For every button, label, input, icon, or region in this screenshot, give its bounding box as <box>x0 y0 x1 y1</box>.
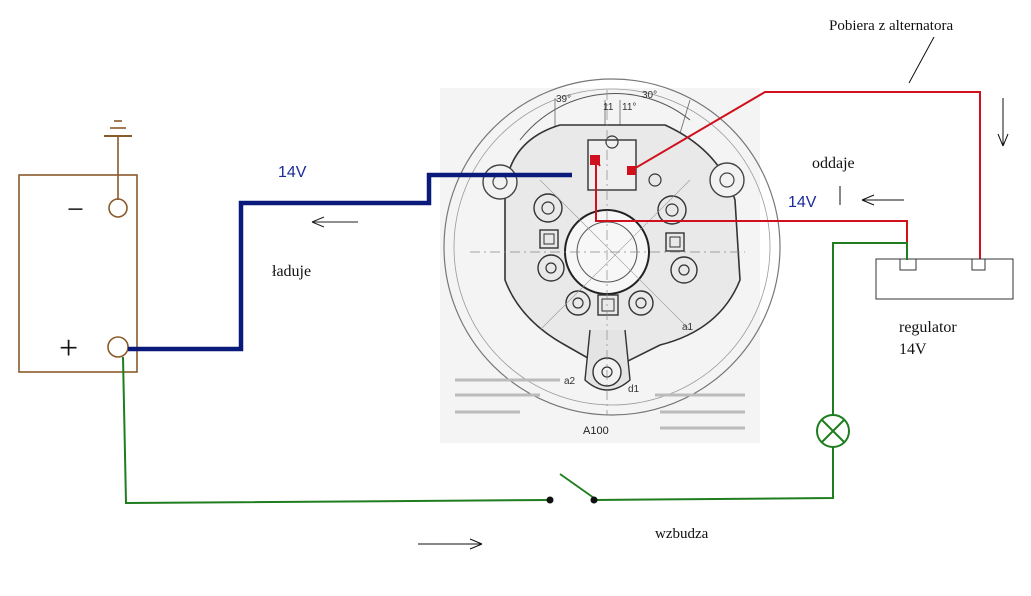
dim-label-39: 39° <box>556 94 571 105</box>
lamp-icon <box>816 414 850 448</box>
down-arrow-icon <box>997 98 1009 147</box>
model-label: A100 <box>583 425 609 437</box>
negative-terminal-icon <box>108 198 128 218</box>
switch-contact-icon <box>546 496 554 504</box>
switch-contact-icon <box>590 496 598 504</box>
excitation-wire <box>122 242 908 505</box>
output-voltage-label: 14V <box>788 194 817 211</box>
regulator-label: regulator <box>899 319 957 336</box>
dim-label-a1: a1 <box>682 322 694 333</box>
plus-sign: + <box>59 330 78 367</box>
right-arrow-icon <box>418 538 483 550</box>
leader-line <box>908 36 935 84</box>
battery <box>18 120 138 373</box>
terminal-dot <box>627 166 636 175</box>
dim-label-11: 11 <box>603 102 614 113</box>
output-label: oddaje <box>812 155 855 172</box>
dim-label-a2: a2 <box>564 376 576 387</box>
left-arrow-icon <box>311 216 358 228</box>
minus-sign: − <box>67 193 84 226</box>
positive-terminal-icon <box>107 336 129 358</box>
left-arrow-icon <box>861 194 904 206</box>
dim-label-d1: d1 <box>628 384 640 395</box>
charge-voltage-label: 14V <box>278 164 307 181</box>
charge-wire <box>128 172 572 352</box>
terminal-dot <box>590 155 600 165</box>
excitation-label: wzbudza <box>655 526 709 542</box>
regulator-voltage-label: 14V <box>899 341 927 358</box>
sense-source-label: Pobiera z alternatora <box>829 18 953 34</box>
dim-label-11-deg: 11° <box>622 102 636 113</box>
charging-label: ładuje <box>272 263 311 280</box>
dim-label-30: 30° <box>642 90 657 101</box>
alternator-drawing <box>440 78 781 443</box>
regulator-box <box>875 258 1014 300</box>
switch-blade <box>559 473 595 499</box>
